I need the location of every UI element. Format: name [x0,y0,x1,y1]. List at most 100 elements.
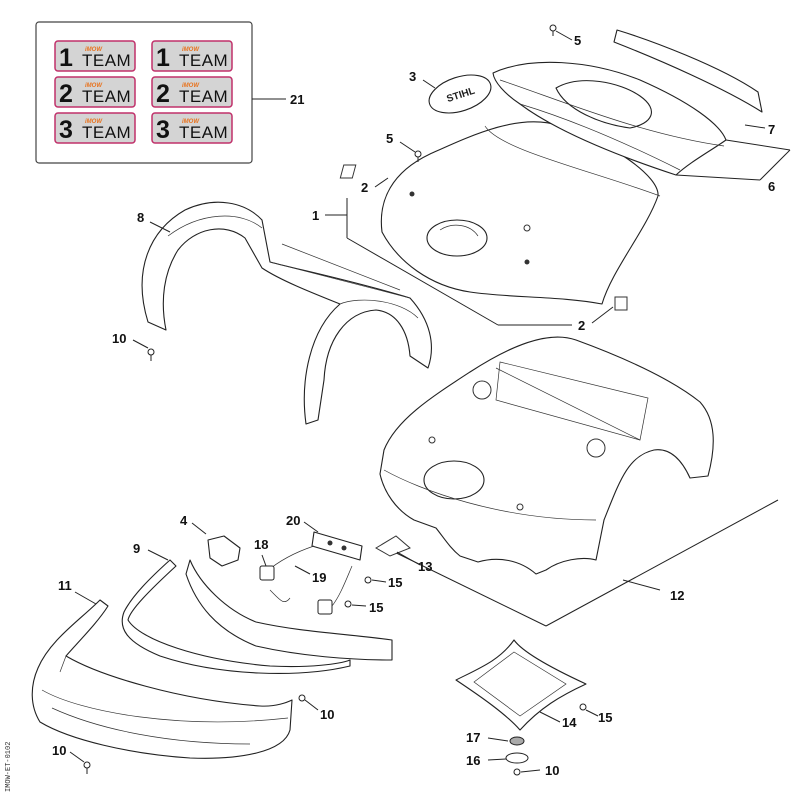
leader-16 [487,758,507,761]
leader-5b [399,141,416,153]
leader-9 [147,549,169,561]
washer [509,736,525,746]
decal-label: TEAM [82,51,131,70]
fender-rear [141,201,432,425]
screw-10-plate [513,768,521,776]
callout-2b: 2 [578,318,585,333]
callout-4: 4 [180,513,188,528]
leader-12b [545,499,779,627]
callout-14: 14 [562,715,577,730]
screw-10-bumper-left [83,761,91,774]
callout-7: 7 [768,122,775,137]
leader-15c [585,709,599,717]
callout-11: 11 [58,578,72,593]
leader-11 [74,591,97,605]
screw-10-fender [147,348,155,361]
leader-20 [303,521,319,533]
decal-brand: iMOW [85,119,103,125]
decal-brand: iMOW [182,83,200,89]
glide-disc [505,752,529,764]
decal-frame [54,112,136,144]
leader-12c [622,579,661,591]
decal-brand: iMOW [182,119,200,125]
trim-strip [613,29,763,113]
bumper-trim [121,559,351,674]
decal-number: 1 [156,44,170,72]
side-code: IMOW-ET-0102 [5,742,13,792]
decal-label: TEAM [179,51,228,70]
screw-15-c [579,703,587,711]
decal-label: TEAM [82,87,131,106]
callout-12: 12 [670,588,684,603]
callout-10b: 10 [320,707,334,722]
decal-frame [151,40,233,72]
decal-number: 2 [156,80,170,108]
decal-brand: iMOW [182,47,200,53]
decal-label: TEAM [82,123,131,142]
leader-10d [520,769,541,773]
screw-10-bumper-right [298,694,306,702]
screw-15-b [344,600,352,608]
callout-17: 17 [466,730,480,745]
screw-5-mid [414,150,422,162]
callout-16: 16 [466,753,480,768]
leader-6c [759,149,791,181]
callout-6: 6 [768,179,775,194]
decal-number: 1 [59,44,73,72]
bottom-plate [455,639,587,731]
light-strip [311,531,363,561]
callout-18: 18 [254,537,268,552]
leader-2b [591,306,614,324]
leader-17 [487,737,509,742]
leader-8 [149,221,171,233]
leader-6 [675,174,761,181]
front-bumper [31,599,293,759]
pad-lower [614,296,628,311]
decal-frame [151,76,233,108]
display-panel [492,61,727,176]
leader-14 [539,711,561,723]
side-bracket [185,535,393,661]
pad-upper [339,164,357,179]
callout-2a: 2 [361,180,368,195]
callout-10a: 10 [112,331,126,346]
leader-19 [294,565,311,575]
label-plate [375,535,411,557]
leader-13 [396,551,421,566]
decal-frame [54,76,136,108]
callout-5a: 5 [574,33,581,48]
stihl-emblem: STIHL [428,74,492,114]
leader-4 [191,522,207,535]
callout-21: 21 [290,92,304,107]
leader-15b [351,604,367,607]
callout-13: 13 [418,559,432,574]
callout-15c: 15 [598,710,612,725]
callout-3: 3 [409,69,416,84]
callout-9: 9 [133,541,140,556]
decal-number: 2 [59,80,73,108]
callout-8: 8 [137,210,144,225]
leader-10c [69,751,85,763]
leader-18 [261,554,267,567]
leader-2a [374,177,389,188]
leader-7 [744,124,766,129]
callout-15a: 15 [388,575,402,590]
decal-number: 3 [156,116,170,144]
top-cover [380,121,661,305]
callout-5b: 5 [386,131,393,146]
screw-15-a [364,576,372,584]
callout-10d: 10 [545,763,559,778]
sensor-harness [259,545,353,615]
leader-10b [304,699,319,711]
leader-15a [371,579,387,583]
screw-5-top [549,24,557,36]
